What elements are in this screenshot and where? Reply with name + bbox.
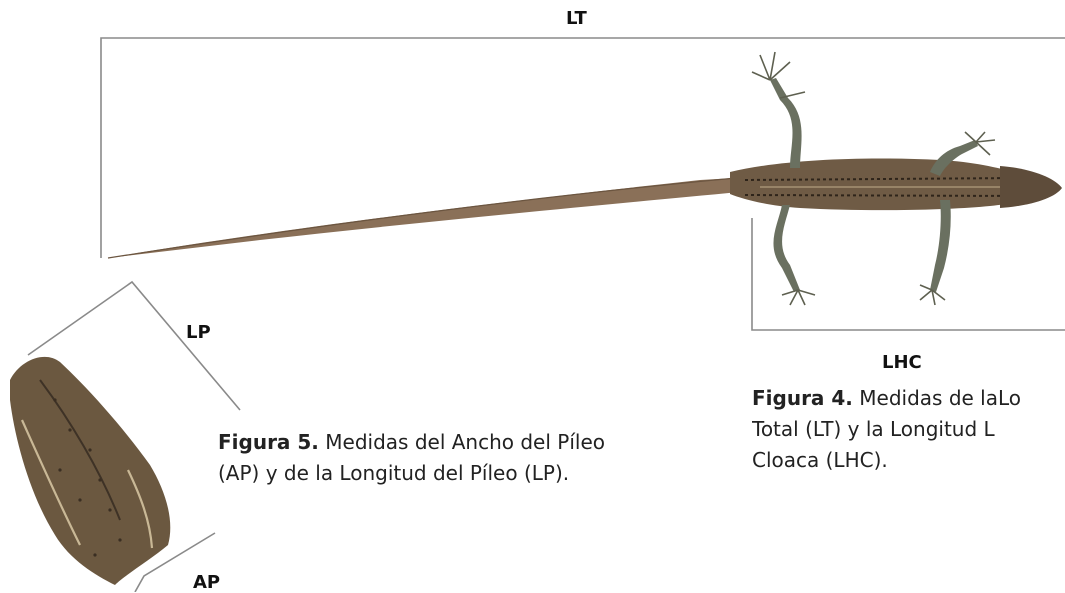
lt-bracket	[101, 38, 1065, 258]
lizard-image	[108, 52, 1062, 305]
figure4-caption-line3: Cloaca (LHC).	[752, 445, 1065, 476]
figure5-caption-line1: Medidas del Ancho del Píleo	[325, 430, 605, 454]
lhc-label: LHC	[882, 352, 922, 373]
lt-label: LT	[566, 8, 587, 29]
lizard-head-image	[10, 357, 170, 585]
ap-label: AP	[193, 572, 220, 593]
figure5-caption: Figura 5. Medidas del Ancho del Píleo (A…	[218, 427, 605, 489]
lhc-bracket	[752, 218, 1065, 330]
figure4-caption-line1: Medidas de laLo	[859, 386, 1021, 410]
figure4-caption-label: Figura 4.	[752, 386, 853, 410]
figure4-caption: Figura 4. Medidas de laLo Total (LT) y l…	[752, 383, 1065, 476]
lp-label: LP	[186, 322, 211, 343]
figure5-caption-label: Figura 5.	[218, 430, 319, 454]
figure5-caption-line2: (AP) y de la Longitud del Píleo (LP).	[218, 458, 605, 489]
figure4-caption-line2: Total (LT) y la Longitud L	[752, 414, 1065, 445]
